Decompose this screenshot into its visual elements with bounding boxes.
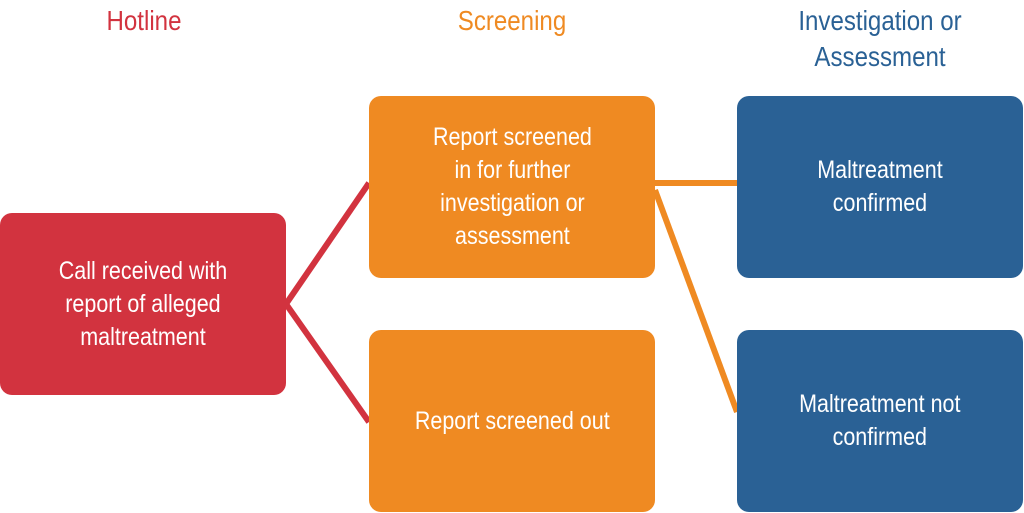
maltreatment-not-confirmed-label: Maltreatment not confirmed: [799, 390, 961, 451]
report-screened-out-node: Report screened out: [369, 330, 655, 512]
maltreatment-not-confirmed-node: Maltreatment not confirmed: [737, 330, 1023, 512]
report-screened-in-node: Report screened in for further investiga…: [369, 96, 655, 278]
connector-screened-in-to-not-confirmed: [652, 188, 740, 414]
call-received-node: Call received with report of alleged mal…: [0, 213, 286, 395]
report-screened-out-label: Report screened out: [414, 406, 610, 435]
report-screened-in-label: Report screened in for further investiga…: [432, 123, 592, 250]
maltreatment-confirmed-node: Maltreatment confirmed: [737, 96, 1023, 278]
connector-call-to-screened-in: [283, 181, 372, 306]
hotline-stage-title: Hotline: [106, 5, 182, 36]
connector-call-to-screened-out: [283, 302, 372, 424]
screening-stage-title: Screening: [457, 5, 567, 36]
call-received-label: Call received with report of alleged mal…: [58, 256, 228, 351]
investigation-stage-title: Investigation or Assessment: [798, 5, 962, 72]
maltreatment-confirmed-label: Maltreatment confirmed: [817, 156, 943, 217]
